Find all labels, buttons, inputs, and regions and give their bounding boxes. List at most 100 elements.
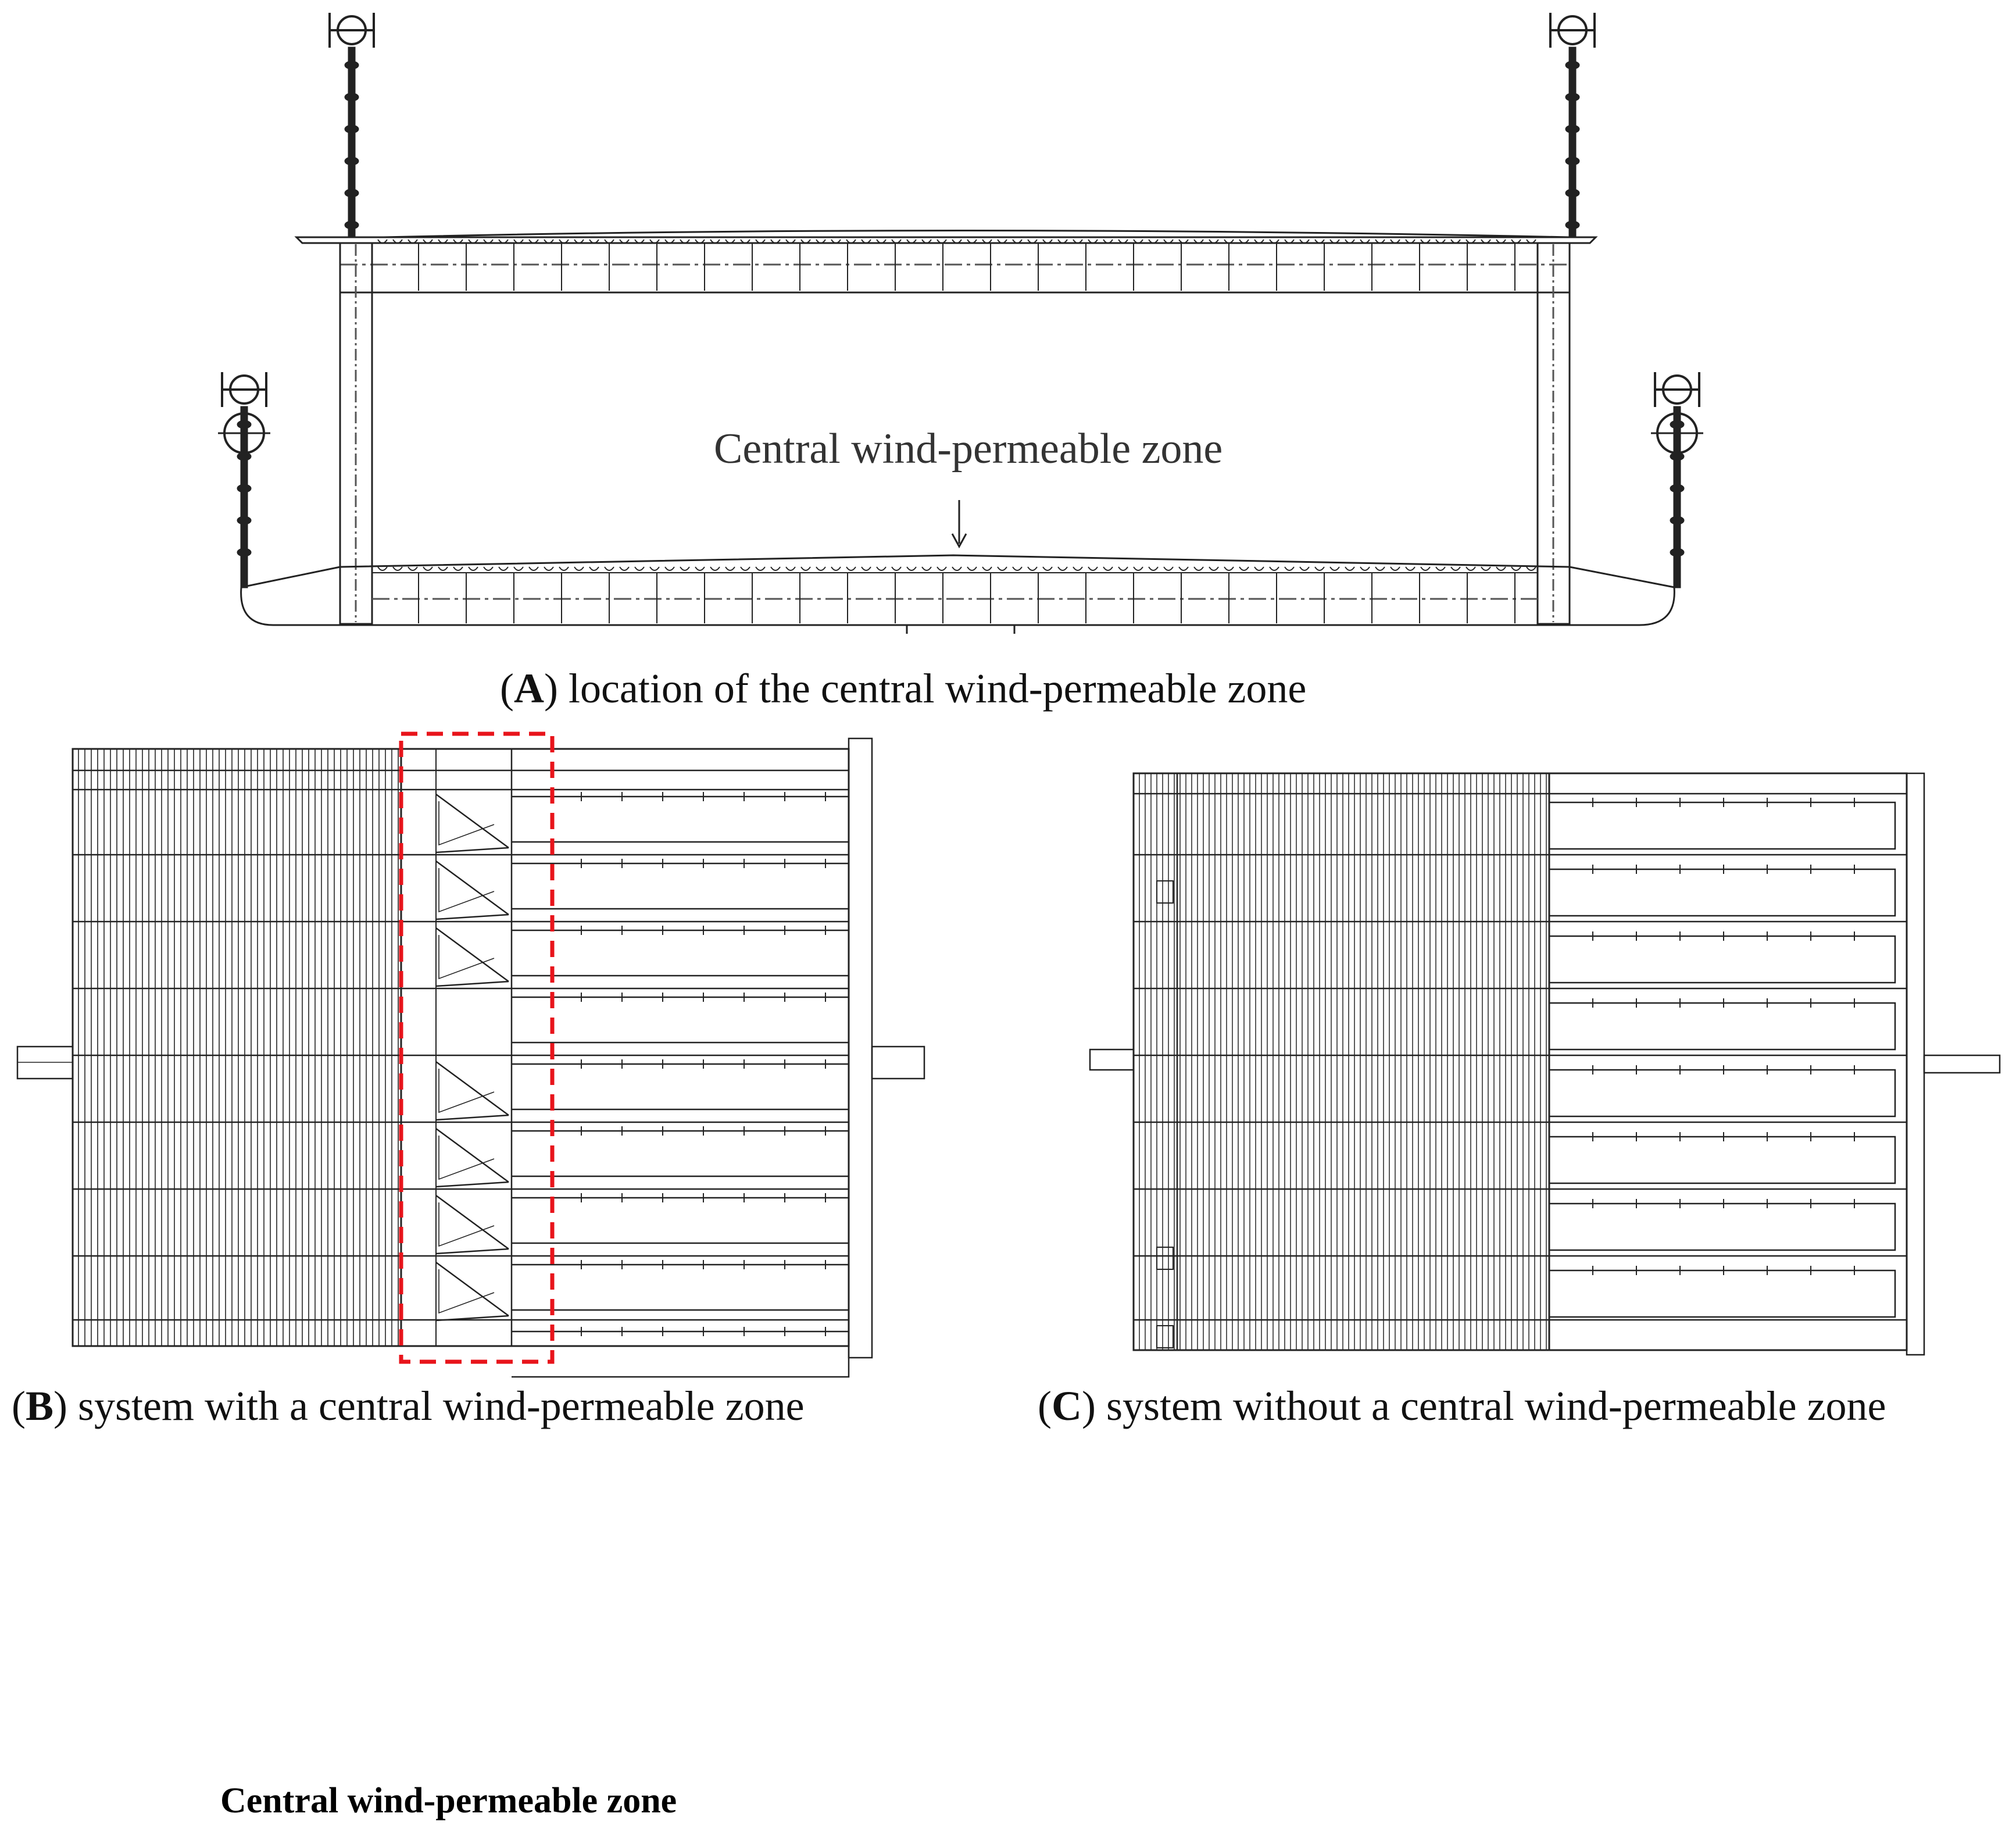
stringer-channel bbox=[512, 1330, 850, 1378]
top-deck-rib bbox=[952, 239, 962, 244]
bottom-deck-rib bbox=[952, 566, 962, 571]
zone-brace-inner bbox=[438, 1069, 495, 1113]
bottom-deck-rib bbox=[1073, 566, 1083, 571]
bottom-deck-rib bbox=[1148, 566, 1159, 571]
plan-without-zone-drawing bbox=[1089, 772, 2001, 1356]
bottom-deck-rib bbox=[891, 566, 902, 571]
bottom-deck-rib bbox=[755, 566, 766, 571]
caption-c-letter: C bbox=[1051, 1383, 1082, 1429]
top-deck-rib bbox=[906, 239, 917, 244]
top-deck-rib bbox=[1481, 239, 1491, 244]
bottom-deck-rib bbox=[1224, 566, 1234, 571]
top-deck-rib bbox=[544, 239, 554, 244]
bottom-deck-rib bbox=[967, 566, 977, 571]
bottom-deck-rib bbox=[589, 566, 599, 571]
cable-clamp bbox=[1670, 484, 1685, 493]
bottom-deck-rib bbox=[861, 566, 871, 571]
top-deck-rib bbox=[1133, 239, 1143, 244]
bottom-deck-rib bbox=[1405, 566, 1416, 571]
top-deck-rib bbox=[1329, 239, 1340, 244]
top-deck-rib bbox=[634, 239, 645, 244]
top-deck-rib bbox=[967, 239, 977, 244]
bottom-deck-rib bbox=[1329, 566, 1340, 571]
bottom-deck-rib bbox=[1375, 566, 1385, 571]
bottom-deck-rib bbox=[513, 566, 524, 571]
top-deck-rib bbox=[664, 239, 675, 244]
top-deck-rib bbox=[377, 239, 388, 244]
panel-b-plan-with-zone: Central wind-permeable zone bbox=[0, 721, 977, 1824]
left-post bbox=[339, 242, 373, 625]
bottom-deck-rib bbox=[1496, 566, 1506, 571]
zone-diagonal-brace bbox=[435, 1127, 509, 1188]
cable-clamp bbox=[1670, 420, 1685, 429]
bottom-deck-rib bbox=[725, 566, 735, 571]
top-deck-rib bbox=[453, 239, 463, 244]
bottom-deck-rib bbox=[816, 566, 826, 571]
bottom-deck-rib bbox=[423, 566, 433, 571]
top-chord-box bbox=[339, 242, 1571, 294]
caption-a-letter: A bbox=[513, 665, 544, 712]
bottom-deck-rib bbox=[377, 566, 388, 571]
bottom-deck-rib bbox=[619, 566, 630, 571]
bottom-deck-rib bbox=[1254, 566, 1264, 571]
bottom-deck-rib bbox=[634, 566, 645, 571]
bottom-deck-rib bbox=[680, 566, 690, 571]
bottom-deck-rib bbox=[1178, 566, 1189, 571]
bottom-deck-rib bbox=[921, 566, 932, 571]
top-deck-rib bbox=[997, 239, 1007, 244]
caption-c: (C) system without a central wind-permea… bbox=[1038, 1383, 1886, 1429]
bottom-deck-rib bbox=[664, 566, 675, 571]
bottom-deck-rib bbox=[483, 566, 494, 571]
bottom-deck-rib bbox=[544, 566, 554, 571]
bottom-deck-rib bbox=[649, 566, 660, 571]
cable-clamp bbox=[344, 188, 359, 198]
bottom-deck-rib bbox=[468, 566, 478, 571]
top-deck-rib bbox=[740, 239, 750, 244]
bottom-deck-rib bbox=[1481, 566, 1491, 571]
right-end-post bbox=[1906, 772, 1925, 1356]
bottom-deck-rib bbox=[846, 566, 856, 571]
top-deck-rib bbox=[846, 239, 856, 244]
right-connector bbox=[871, 1045, 925, 1080]
cable-clamp bbox=[1565, 92, 1580, 102]
plan-with-zone-drawing bbox=[16, 731, 925, 1378]
top-deck-rib bbox=[1012, 239, 1023, 244]
top-deck-rib bbox=[1526, 239, 1536, 244]
left-bearing bbox=[1156, 1247, 1174, 1270]
top-deck-rib bbox=[574, 239, 584, 244]
top-deck-rib bbox=[1148, 239, 1159, 244]
bottom-deck-rib bbox=[1057, 566, 1068, 571]
top-deck-rib bbox=[498, 239, 509, 244]
bottom-deck-rib bbox=[1526, 566, 1536, 571]
caption-a-text: location of the central wind-permeable z… bbox=[568, 665, 1307, 712]
bottom-deck-rib bbox=[936, 566, 947, 571]
top-deck-rib bbox=[649, 239, 660, 244]
top-deck-rib bbox=[513, 239, 524, 244]
hanger-cable bbox=[1673, 406, 1681, 588]
zone-diagonal-brace bbox=[435, 860, 509, 920]
top-deck-rib bbox=[1118, 239, 1128, 244]
bottom-deck-rib bbox=[1027, 566, 1038, 571]
stringer-channel bbox=[512, 795, 850, 843]
top-deck-rib bbox=[816, 239, 826, 244]
cable-clamp bbox=[1565, 124, 1580, 134]
top-deck-rib bbox=[392, 239, 403, 244]
bottom-deck-rib bbox=[392, 566, 403, 571]
bottom-deck-rib bbox=[1314, 566, 1325, 571]
hanger-top-left bbox=[328, 13, 375, 238]
cable-clamp bbox=[344, 156, 359, 166]
top-deck-rib bbox=[1360, 239, 1370, 244]
cross-section-annotation: Central wind-permeable zone bbox=[714, 425, 1223, 473]
zone-brace-inner bbox=[438, 1202, 495, 1247]
bottom-deck-rib bbox=[1103, 566, 1113, 571]
bottom-deck-rib bbox=[1012, 566, 1023, 571]
bottom-deck-rib bbox=[1284, 566, 1295, 571]
bottom-deck-rib bbox=[1390, 566, 1400, 571]
zone-arrow-head bbox=[951, 533, 967, 549]
bottom-deck-rib bbox=[982, 566, 992, 571]
bottom-deck-rib bbox=[876, 566, 887, 571]
bottom-deck-rib bbox=[800, 566, 811, 571]
zone-brace-inner bbox=[438, 935, 495, 980]
cable-clamp bbox=[1565, 188, 1580, 198]
stringer-channel bbox=[1549, 1069, 1896, 1118]
